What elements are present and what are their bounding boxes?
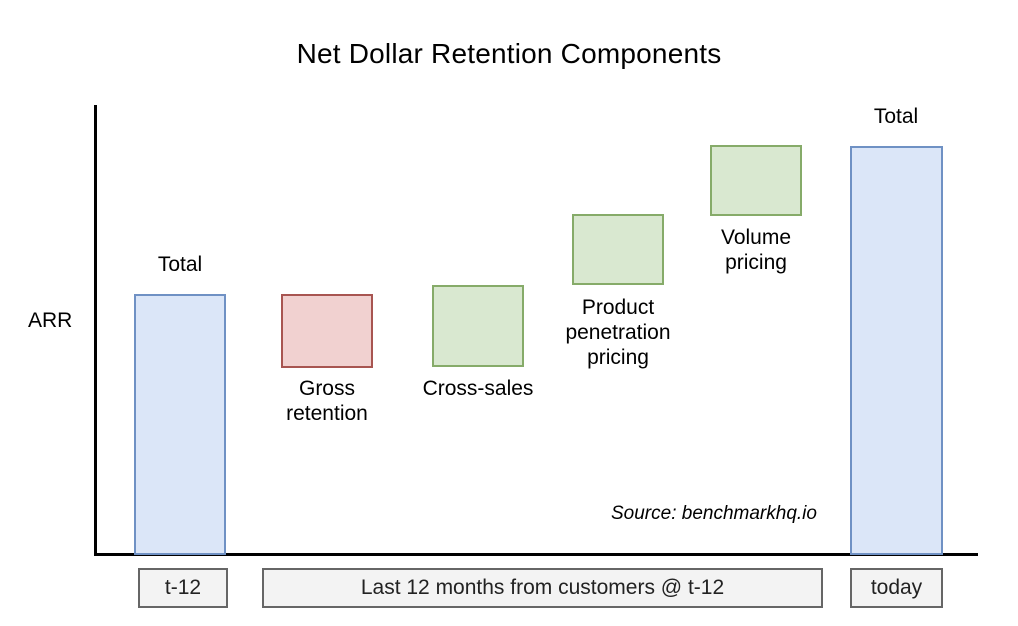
bar-gross-retention[interactable] xyxy=(281,294,373,368)
bar-caption-volume-pricing: Volume pricing xyxy=(720,226,792,274)
bar-caption-cross-sales: Cross-sales xyxy=(422,377,534,400)
y-axis-line xyxy=(94,105,97,556)
y-axis-label: ARR xyxy=(28,309,73,332)
bar-product-penetration-pricing[interactable] xyxy=(572,214,664,285)
x-axis-line xyxy=(94,553,978,556)
bar-total-end[interactable] xyxy=(850,146,943,555)
period-label-middle[interactable]: Last 12 months from customers @ t-12 xyxy=(262,568,823,608)
bar-caption-total-start: Total xyxy=(157,253,203,276)
chart-title: Net Dollar Retention Components xyxy=(296,38,722,69)
bar-caption-product-penetration-pricing: Product penetration pricing xyxy=(565,296,671,369)
period-label-end[interactable]: today xyxy=(850,568,943,608)
bar-cross-sales[interactable] xyxy=(432,285,524,367)
bar-total-start[interactable] xyxy=(134,294,226,555)
source-note: Source: benchmarkhq.io xyxy=(611,503,817,524)
bar-caption-total-end: Total xyxy=(873,105,919,128)
period-label-start[interactable]: t-12 xyxy=(138,568,228,608)
bar-caption-gross-retention: Gross retention xyxy=(286,377,368,425)
bar-volume-pricing[interactable] xyxy=(710,145,802,216)
